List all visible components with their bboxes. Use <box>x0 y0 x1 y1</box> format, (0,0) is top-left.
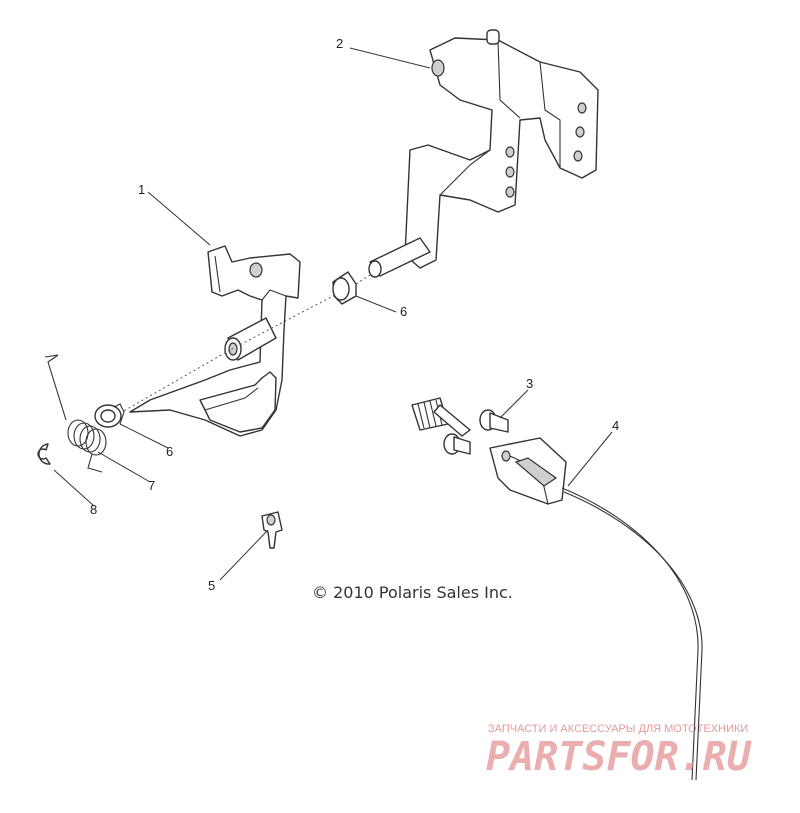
bracket-part-2 <box>368 29 599 278</box>
leader-lines <box>53 47 613 581</box>
clip-part-8 <box>37 443 51 465</box>
callout-5: 5 <box>208 578 215 593</box>
callout-1: 1 <box>138 182 145 197</box>
watermark: ЗАПЧАСТИ И АКСЕССУАРЫ ДЛЯ МОТОТЕХНИКИ PA… <box>486 723 752 780</box>
cable-part-4 <box>411 397 703 781</box>
callout-2: 2 <box>336 36 343 51</box>
callout-6-lower: 6 <box>166 444 173 459</box>
watermark-caption: ЗАПЧАСТИ И АКСЕССУАРЫ ДЛЯ МОТОТЕХНИКИ <box>488 723 748 735</box>
fastener-part-5 <box>261 511 283 549</box>
bushing-part-6-upper <box>332 271 357 305</box>
bolt-part-3 <box>443 409 509 455</box>
bushing-part-6-lower <box>94 403 125 428</box>
callout-8: 8 <box>90 502 97 517</box>
callout-3: 3 <box>526 376 533 391</box>
spring-part-7 <box>44 354 107 473</box>
callout-7: 7 <box>148 478 155 493</box>
watermark-logo: PARTSFOR.RU <box>486 734 752 780</box>
copyright-text: © 2010 Polaris Sales Inc. <box>312 583 513 602</box>
callout-4: 4 <box>612 418 619 433</box>
callout-6-upper: 6 <box>400 304 407 319</box>
pedal-lever-part-1 <box>129 245 301 437</box>
